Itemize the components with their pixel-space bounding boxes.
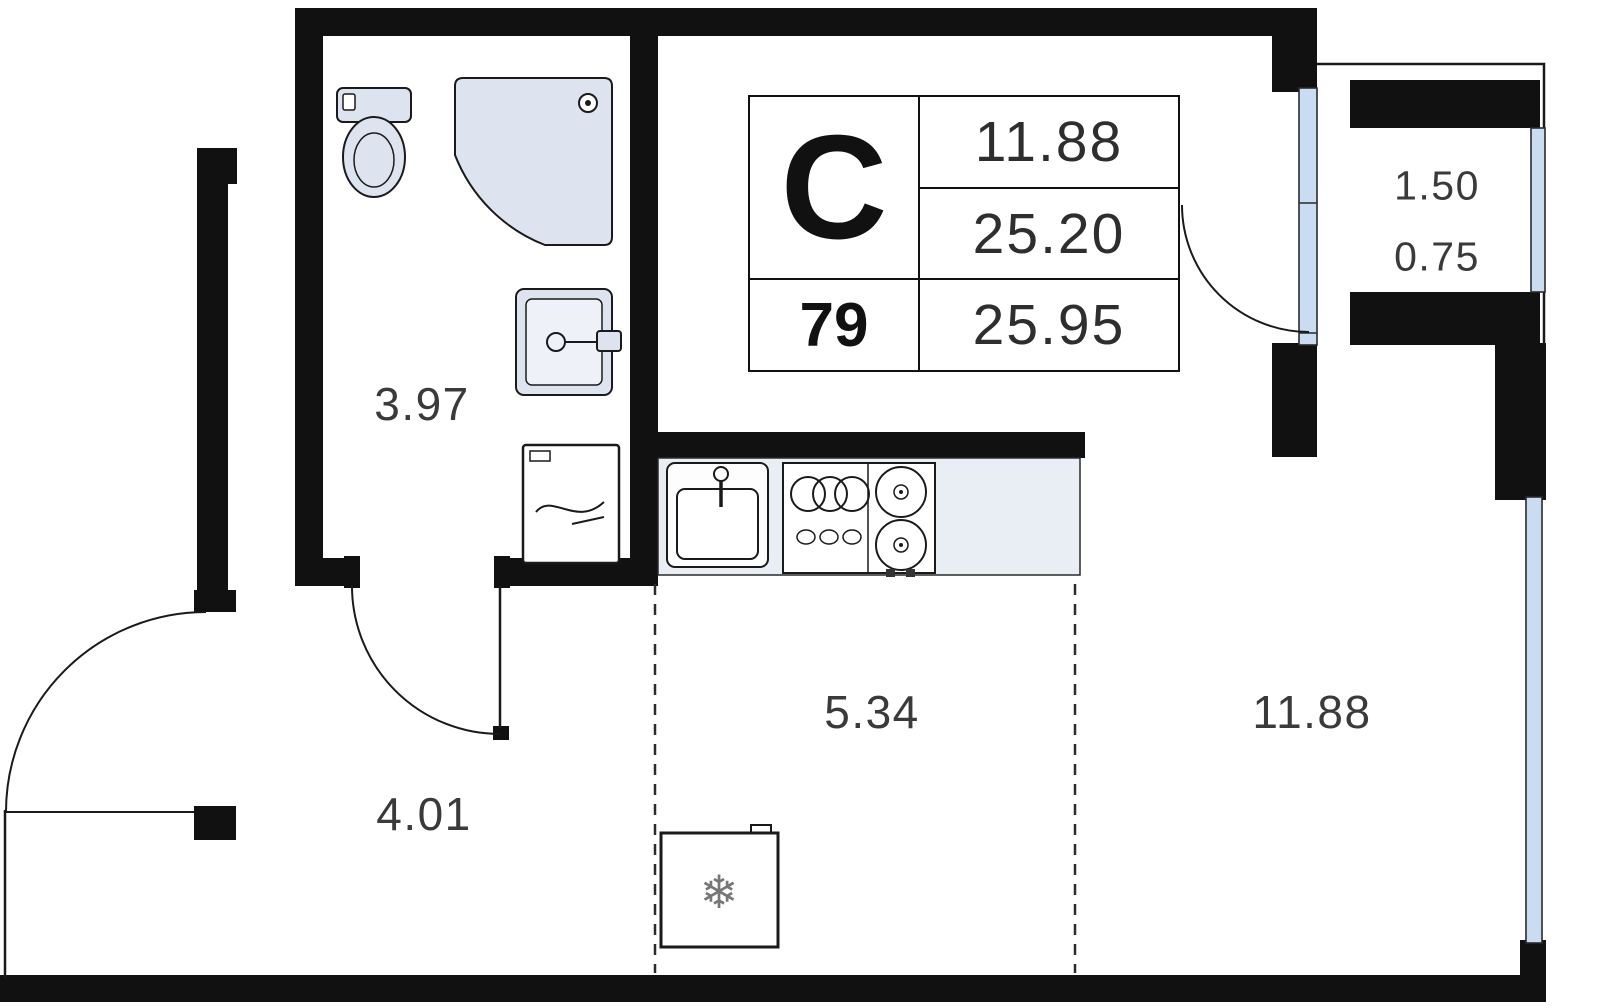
unit-living-area: 11.88: [974, 110, 1124, 174]
walls: [0, 8, 1546, 1002]
room-label-living-room: 11.88: [1252, 686, 1372, 738]
wall-bathroom-right: [630, 35, 658, 586]
kitchen-sink-icon: [666, 462, 769, 568]
unit-number: 79: [750, 278, 920, 370]
wall-left-outer: [197, 148, 228, 610]
snowflake-icon: ❄: [700, 865, 739, 919]
room-label-kitchen: 5.34: [824, 686, 920, 738]
wall-right-upper: [1272, 8, 1317, 92]
wall-bathroom-left: [295, 8, 323, 586]
bathroom-door-arc: [351, 585, 501, 735]
wall-balcony-top: [1350, 80, 1540, 128]
balcony-window: [1298, 87, 1318, 346]
balcony-door-arc: [1181, 204, 1310, 333]
entry-door-arc: [5, 611, 207, 813]
doors: [5, 204, 1310, 813]
wall-kitchen-back: [658, 432, 1085, 458]
room-label-balcony-reduced: 0.75: [1394, 233, 1480, 280]
unit-area-without-balcony: 25.20: [920, 187, 1178, 278]
living-room-window: [1525, 496, 1543, 944]
unit-info-card: С 11.88 25.20 79 25.95: [748, 95, 1180, 372]
room-label-balcony-full: 1.50: [1394, 162, 1480, 209]
wall-balcony-bottom: [1350, 292, 1540, 345]
room-label-bathroom: 3.97: [374, 378, 470, 430]
wall-bottom: [0, 975, 1546, 1002]
wall-entry-hinge-stub: [194, 806, 236, 840]
wall-right-bottom-stub: [1520, 940, 1546, 978]
unit-type-label: С: [750, 97, 920, 278]
washing-machine-icon: [521, 443, 621, 565]
balcony-outer-window: [1530, 127, 1546, 293]
wall-right-corner-block: [1495, 343, 1546, 500]
wall-right-mid: [1272, 343, 1317, 457]
zone-divider-dashed: [653, 584, 1077, 973]
bathroom-sink-icon: [515, 288, 622, 396]
toilet-icon: [336, 87, 412, 198]
windows: [1298, 87, 1546, 944]
stove-icon: [782, 462, 936, 577]
shower-icon: [454, 77, 613, 246]
fridge-icon: ❄: [659, 824, 780, 949]
room-label-hallway: 4.01: [376, 788, 472, 840]
wall-top: [295, 8, 1317, 36]
unit-total-area: 25.95: [920, 278, 1178, 370]
